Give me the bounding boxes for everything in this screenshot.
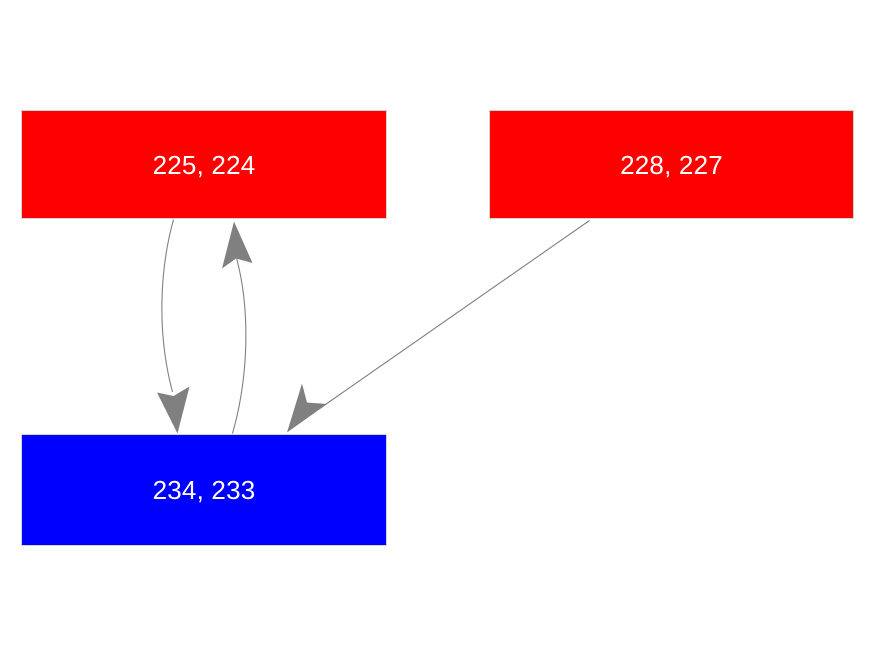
- edge-234-to-225-line: [231, 257, 247, 434]
- edge-225-to-234-line: [161, 219, 175, 393]
- edge-228-to-234-arrowhead: [287, 383, 327, 433]
- graph-node-label: 234, 233: [152, 475, 256, 505]
- graph-node-234-233[interactable]: 234, 233: [21, 434, 387, 546]
- edge-234-to-225[interactable]: [222, 221, 253, 434]
- edge-225-to-234-arrowhead: [157, 386, 190, 434]
- edge-234-to-225-arrowhead: [222, 221, 253, 269]
- graph-node-label: 228, 227: [620, 149, 723, 180]
- edge-228-to-234[interactable]: [287, 220, 590, 433]
- graph-node-225-224[interactable]: 225, 224: [21, 110, 387, 219]
- edge-225-to-234[interactable]: [157, 219, 190, 434]
- graph-node-label: 225, 224: [152, 149, 256, 180]
- edge-228-to-234-line: [318, 220, 590, 410]
- graph-node-228-227[interactable]: 228, 227: [489, 110, 854, 219]
